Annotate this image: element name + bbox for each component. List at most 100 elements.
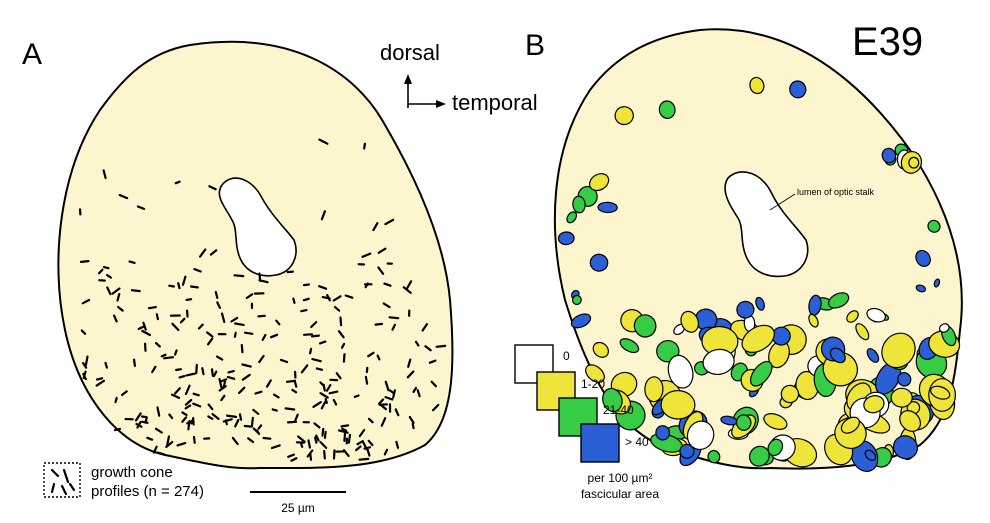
growth-cone-profile: [318, 340, 327, 345]
growth-cone-profile: [181, 416, 188, 423]
growth-cone-profile: [377, 247, 387, 254]
panel-b: B E39 lumen of optic stalk 0 1-20 21-40 …: [514, 20, 963, 501]
growth-cone-profile: [220, 312, 226, 324]
growth-cone-profile: [367, 439, 374, 447]
growth-cone-profile: [185, 372, 197, 377]
growth-cone-profile: [382, 302, 391, 309]
growth-cone-profile: [411, 422, 415, 430]
growth-cone-profile: [311, 334, 320, 338]
fascicle-profile: [927, 219, 941, 233]
growth-cone-profile: [361, 252, 372, 258]
growth-cone-profile: [247, 437, 255, 444]
growth-cone-profile: [292, 297, 296, 304]
growth-cone-profile: [332, 449, 336, 460]
growth-cone-profile: [152, 445, 158, 454]
growth-cone-profile: [430, 380, 437, 388]
fascicle-profile: [750, 360, 773, 387]
growth-cone-profile: [271, 408, 278, 412]
growth-cone-profile: [341, 427, 348, 432]
stage-label: E39: [852, 20, 923, 64]
growth-cone-profile: [315, 434, 320, 442]
fascicle-profile: [771, 326, 791, 346]
growth-cone-profile: [347, 433, 352, 444]
growth-cone-profile: [428, 359, 437, 364]
growth-cone-profile: [384, 380, 390, 392]
growth-cone-profile: [154, 427, 163, 434]
growth-cone-profile: [284, 407, 296, 411]
dorsal-arrow-head-icon: [404, 74, 412, 84]
growth-cone-profile: [337, 330, 345, 339]
growth-cone-profile: [311, 358, 322, 363]
growth-cone-profile: [299, 441, 304, 448]
fascicle-profile: [827, 292, 850, 309]
legend-label-over-40: > 40: [625, 435, 649, 449]
fascicle-profile: [633, 314, 657, 338]
legend-swatch-over-40: [580, 423, 620, 463]
growth-cone-profile: [104, 361, 109, 369]
growth-cone-profile: [84, 355, 89, 366]
growth-cone-profile: [300, 364, 309, 374]
temporal-arrow-head-icon: [436, 100, 446, 108]
fascicle-profile: [667, 354, 694, 389]
growth-cone-profile: [141, 329, 151, 337]
fascicle-profile: [644, 376, 664, 403]
growth-cone-profile: [391, 323, 396, 331]
growth-cone-profile: [231, 436, 239, 446]
fascicle-profile: [908, 156, 920, 169]
growth-cone-profile: [215, 355, 224, 361]
growth-cone-profile: [325, 384, 332, 392]
panel-a-letter: A: [22, 38, 42, 71]
growth-cone-profile: [201, 367, 205, 376]
fascicle-profile: [915, 284, 927, 293]
fascicle-profile: [658, 100, 676, 119]
growth-cone-profile: [383, 448, 389, 456]
growth-cone-profile: [320, 400, 327, 410]
fascicle-profile: [592, 341, 609, 358]
growth-cone-profile: [309, 452, 313, 461]
growth-cone-profile: [95, 377, 104, 381]
growth-cone-profile: [273, 393, 280, 399]
growth-cone-profile: [243, 424, 253, 428]
growth-cone-profile: [318, 285, 328, 290]
fascicle-profile: [572, 195, 586, 214]
orientation-indicator: dorsal temporal: [380, 40, 538, 115]
growth-cone-profile: [174, 349, 178, 356]
fascicle-profile: [749, 76, 765, 95]
growth-cone-profile: [388, 389, 395, 395]
growth-cone-profile: [270, 444, 281, 450]
growth-cone-profile: [302, 297, 310, 302]
growth-cone-profile: [155, 313, 159, 321]
growth-cone-profile: [314, 436, 318, 444]
fascicle-profile: [571, 294, 582, 306]
growth-cone-profile: [323, 430, 327, 439]
growth-cone-profile: [233, 331, 237, 338]
growth-cone-profile: [377, 266, 385, 275]
growth-cone-profile: [178, 375, 186, 379]
growth-cone-profile: [174, 180, 181, 185]
growth-cone-profile: [190, 285, 199, 289]
growth-cone-profile: [342, 353, 346, 363]
growth-cone-profile: [323, 449, 326, 460]
growth-cone-profile: [216, 301, 221, 309]
fascicle-profile: [748, 445, 770, 467]
legend-caption-line2: fascicular area: [581, 487, 659, 501]
growth-cone-profile: [177, 282, 181, 290]
growth-cone-profile: [128, 260, 136, 264]
fascicle-profile: [767, 438, 784, 457]
growth-cone-profile: [319, 381, 325, 387]
growth-cone-profile: [168, 413, 174, 420]
growth-cone-profile: [340, 342, 346, 349]
growth-cone-profile: [297, 435, 306, 443]
growth-cone-profile: [378, 402, 387, 411]
growth-cone-profile: [285, 379, 297, 383]
growth-cone-profile: [412, 386, 418, 393]
growth-cone-profile: [148, 306, 157, 310]
growth-cone-profile: [184, 398, 193, 406]
growth-cone-profile: [406, 370, 415, 379]
growth-cone-profile: [207, 337, 214, 346]
growth-cone-profile: [114, 396, 118, 404]
growth-cone-profile: [339, 316, 343, 327]
fascicle-profile: [938, 323, 950, 333]
growth-cone-profile: [286, 270, 294, 274]
growth-cone-profile: [358, 457, 370, 461]
